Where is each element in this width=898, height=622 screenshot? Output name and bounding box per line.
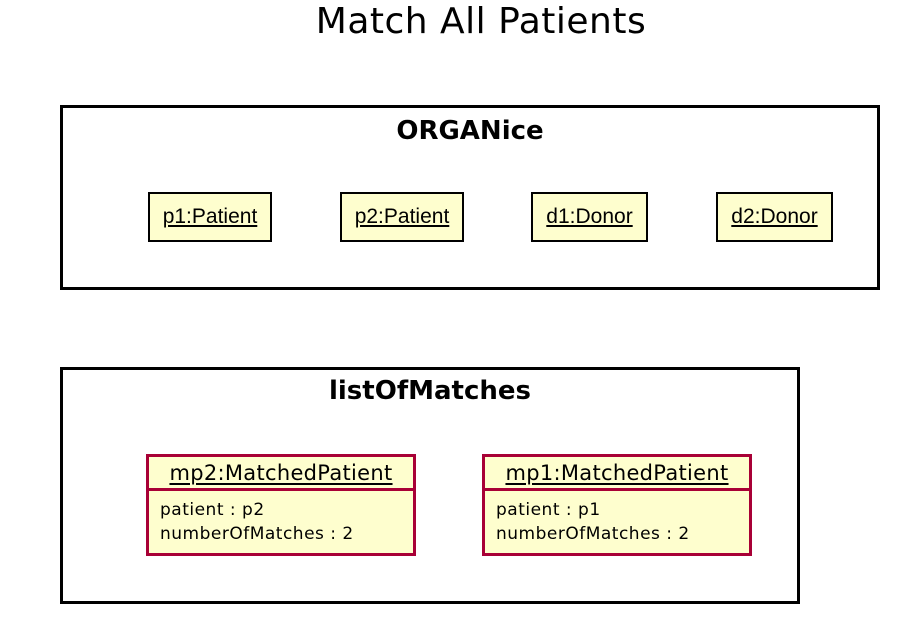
object-mp1-name: mp1:MatchedPatient xyxy=(505,461,729,485)
object-mp2-matched-patient: mp2:MatchedPatient patient : p2 numberOf… xyxy=(146,454,416,556)
object-d1-donor-name: d1:Donor xyxy=(546,205,633,228)
object-mp2-attr-patient: patient : p2 xyxy=(160,500,265,520)
object-mp1-attr-number-of-matches: numberOfMatches : 2 xyxy=(496,524,690,544)
object-p2-patient: p2:Patient xyxy=(340,192,464,242)
object-d2-donor-name: d2:Donor xyxy=(731,205,818,228)
object-d2-donor: d2:Donor xyxy=(716,192,833,242)
object-d1-donor: d1:Donor xyxy=(531,192,648,242)
object-p1-patient-name: p1:Patient xyxy=(162,205,258,228)
organice-package: ORGANice p1:Patient p2:Patient d1:Donor … xyxy=(60,105,880,290)
list-of-matches-package-label: listOfMatches xyxy=(328,376,532,406)
object-p1-patient: p1:Patient xyxy=(148,192,272,242)
list-of-matches-package: listOfMatches mp2:MatchedPatient patient… xyxy=(60,367,800,604)
object-mp1-header: mp1:MatchedPatient xyxy=(485,457,749,491)
object-mp1-attributes: patient : p1 numberOfMatches : 2 xyxy=(485,491,749,546)
object-p2-patient-name: p2:Patient xyxy=(354,205,450,228)
object-mp1-matched-patient: mp1:MatchedPatient patient : p1 numberOf… xyxy=(482,454,752,556)
object-mp2-attributes: patient : p2 numberOfMatches : 2 xyxy=(149,491,413,546)
object-mp2-attr-number-of-matches: numberOfMatches : 2 xyxy=(160,524,354,544)
object-mp2-name: mp2:MatchedPatient xyxy=(169,461,393,485)
organice-package-label: ORGANice xyxy=(396,116,544,146)
diagram-title: Match All Patients xyxy=(315,1,647,42)
object-mp2-header: mp2:MatchedPatient xyxy=(149,457,413,491)
object-mp1-attr-patient: patient : p1 xyxy=(496,500,601,520)
